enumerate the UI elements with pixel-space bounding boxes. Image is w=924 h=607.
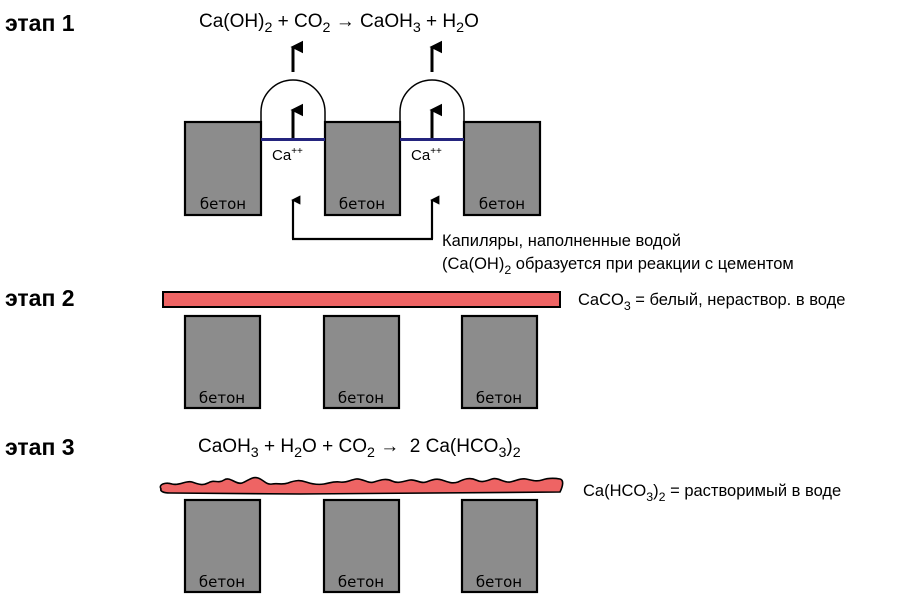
stage-1-label: этап 1 xyxy=(5,10,75,36)
capillary-dome-2 xyxy=(399,79,465,122)
concrete-block: бетон xyxy=(460,498,539,594)
concrete-block: бетон xyxy=(462,120,542,217)
concrete-label: бетон xyxy=(199,573,245,591)
stage-3: этап 3 CaOH3 + H2O + CO2 → 2 Ca(HCO3)2 C… xyxy=(5,434,841,594)
concrete-block: бетон xyxy=(183,314,262,410)
calcium-ion-label: Ca++ xyxy=(272,146,303,164)
concrete-label: бетон xyxy=(338,573,384,591)
capillary-dome-1 xyxy=(260,79,326,122)
concrete-label: бетон xyxy=(479,195,525,213)
concrete-block: бетон xyxy=(460,314,539,410)
calcium-bicarbonate-note: Ca(HCO3)2 = растворимый в воде xyxy=(583,482,841,504)
concrete-block: бетон xyxy=(183,120,263,217)
concrete-label: бетон xyxy=(338,389,384,407)
concrete-block: бетон xyxy=(322,314,401,410)
stage-2-label: этап 2 xyxy=(5,285,75,311)
calcium-carbonate-layer xyxy=(162,291,561,308)
concrete-label: бетон xyxy=(200,195,246,213)
concrete-label: бетон xyxy=(476,573,522,591)
stage-2: этап 2 CaCO3 = белый, нераствор. в воде … xyxy=(5,285,845,410)
concrete-block: бетон xyxy=(322,498,401,594)
capillary-note-line-2: (Ca(OH)2 образуется при реакции с цемент… xyxy=(442,255,794,277)
calcium-ion-label: Ca++ xyxy=(411,146,442,164)
concrete-label: бетон xyxy=(476,389,522,407)
stage-3-label: этап 3 xyxy=(5,434,75,460)
stage-1-equation: Ca(OH)2 + CO2 → CaOH3 + H2O xyxy=(199,11,479,36)
concrete-label: бетон xyxy=(199,389,245,407)
capillary-note-line-1: Капиляры, наполненные водой xyxy=(442,232,681,250)
concrete-label: бетон xyxy=(339,195,385,213)
stage-1: этап 1 Ca(OH)2 + CO2 → CaOH3 + H2O бетон… xyxy=(5,10,794,277)
concrete-block: бетон xyxy=(323,120,402,217)
concrete-block: бетон xyxy=(183,498,262,594)
calcium-bicarbonate-layer xyxy=(159,476,564,495)
stage-3-equation: CaOH3 + H2O + CO2 → 2 Ca(HCO3)2 xyxy=(198,436,521,461)
calcium-carbonate-note: CaCO3 = белый, нераствор. в воде xyxy=(578,291,845,313)
